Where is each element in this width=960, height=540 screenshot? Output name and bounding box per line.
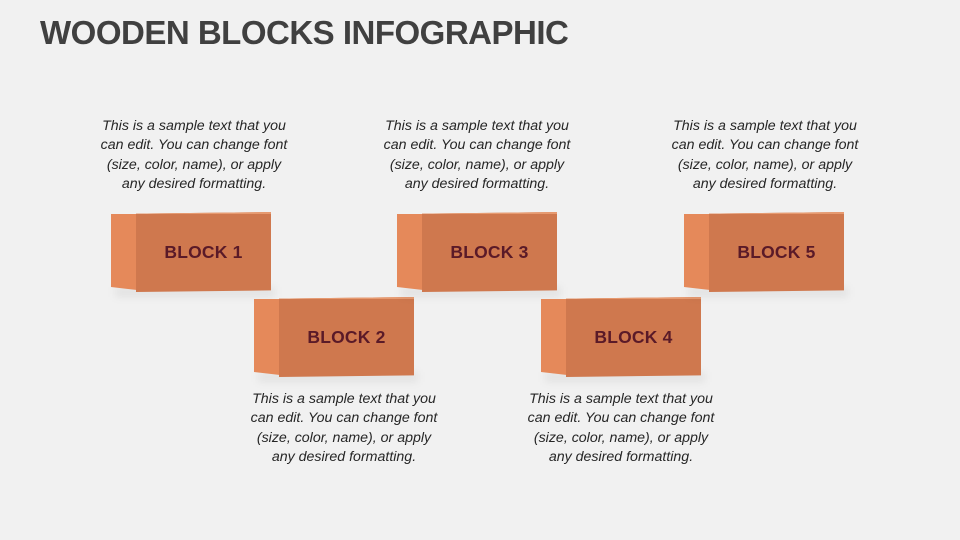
text-line: (size, color, name), or apply — [677, 156, 853, 173]
block-front-face: BLOCK 5 — [709, 212, 844, 292]
page-title: WOODEN BLOCKS INFOGRAPHIC — [40, 14, 569, 51]
text-line: This is a sample text that you — [252, 391, 436, 407]
block-side-face — [684, 214, 710, 290]
wooden-block-2: BLOCK 2 — [254, 297, 418, 382]
text-line: can edit. You can change font — [383, 137, 571, 154]
text-line: any desired formatting. — [548, 449, 694, 466]
text-line: (size, color, name), or apply — [256, 429, 432, 446]
block-side-face — [111, 214, 137, 290]
text-line: (size, color, name), or apply — [389, 156, 565, 173]
block-side-face — [397, 214, 423, 290]
text-line: This is a sample text that you — [385, 118, 569, 134]
block-5-description: This is a sample text that you can edit.… — [655, 117, 875, 195]
block-side-face — [541, 299, 567, 375]
block-shadow — [545, 372, 705, 382]
text-line: This is a sample text that you — [673, 118, 857, 134]
block-front-face: BLOCK 4 — [566, 297, 701, 377]
wooden-block-3: BLOCK 3 — [397, 212, 561, 297]
block-3-description: This is a sample text that you can edit.… — [367, 117, 587, 195]
text-line: any desired formatting. — [271, 449, 417, 466]
text-line: can edit. You can change font — [671, 137, 859, 154]
text-line: (size, color, name), or apply — [533, 429, 709, 446]
block-front-face: BLOCK 3 — [422, 212, 557, 292]
text-line: This is a sample text that you — [102, 118, 286, 134]
block-front-face: BLOCK 2 — [279, 297, 414, 377]
text-line: any desired formatting. — [692, 176, 838, 193]
text-line: (size, color, name), or apply — [106, 156, 282, 173]
block-shadow — [401, 287, 561, 297]
text-line: can edit. You can change font — [527, 410, 715, 427]
text-line: can edit. You can change font — [100, 137, 288, 154]
block-shadow — [258, 372, 418, 382]
block-label: BLOCK 3 — [450, 241, 529, 262]
text-line: any desired formatting. — [404, 176, 550, 193]
block-shadow — [115, 287, 275, 297]
wooden-block-5: BLOCK 5 — [684, 212, 848, 297]
block-4-description: This is a sample text that you can edit.… — [511, 390, 731, 468]
wooden-block-1: BLOCK 1 — [111, 212, 275, 297]
block-2-description: This is a sample text that you can edit.… — [234, 390, 454, 468]
text-line: This is a sample text that you — [529, 391, 713, 407]
block-side-face — [254, 299, 280, 375]
text-line: any desired formatting. — [121, 176, 267, 193]
block-label: BLOCK 1 — [164, 241, 243, 262]
block-1-description: This is a sample text that you can edit.… — [84, 117, 304, 195]
block-label: BLOCK 2 — [307, 326, 386, 347]
block-shadow — [688, 287, 848, 297]
text-line: can edit. You can change font — [250, 410, 438, 427]
block-label: BLOCK 4 — [594, 326, 673, 347]
block-label: BLOCK 5 — [737, 241, 816, 262]
block-front-face: BLOCK 1 — [136, 212, 271, 292]
wooden-block-4: BLOCK 4 — [541, 297, 705, 382]
